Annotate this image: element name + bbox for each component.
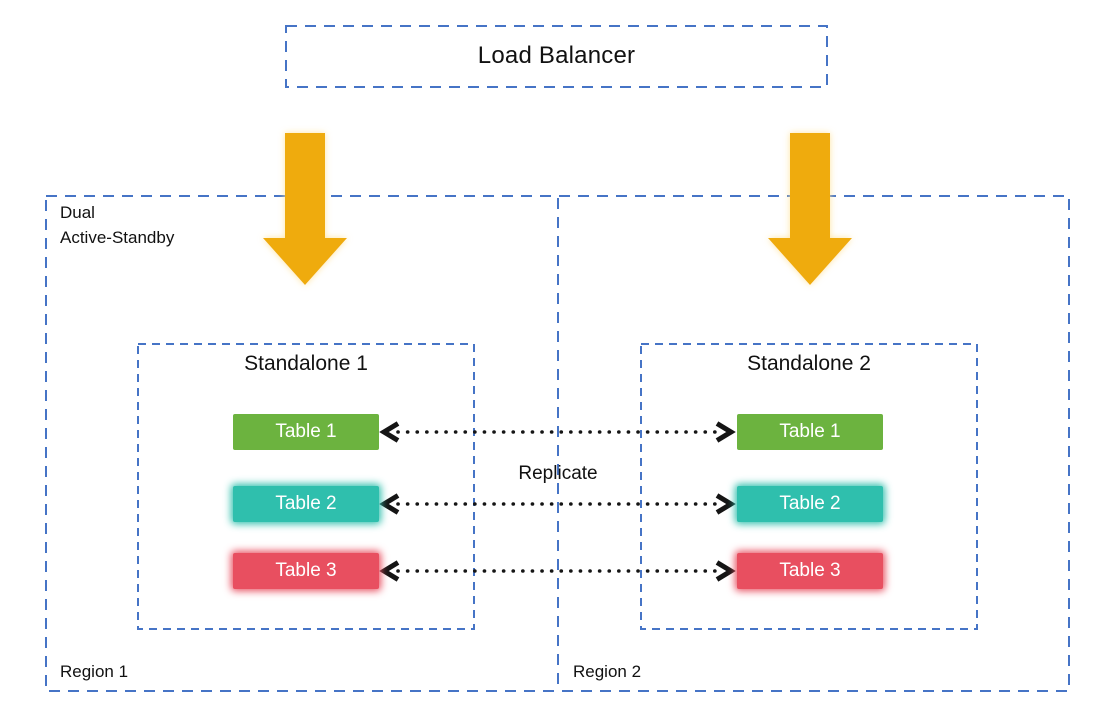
flow-arrow-region1 bbox=[263, 133, 347, 285]
standalone1-table3-label: Table 3 bbox=[275, 560, 337, 581]
standalone1-title: Standalone 1 bbox=[244, 352, 368, 375]
replicate-label: Replicate bbox=[518, 463, 598, 484]
arrowhead-left-1 bbox=[379, 421, 400, 443]
region1-label: Region 1 bbox=[60, 662, 129, 681]
arrowhead-right-3 bbox=[715, 560, 736, 582]
mode-label-line2: Active-Standby bbox=[60, 228, 175, 247]
standalone1-table3-chip: Table 3 bbox=[233, 553, 379, 589]
standalone2-table1-label: Table 1 bbox=[779, 421, 841, 442]
arrowhead-left-3 bbox=[379, 560, 400, 582]
standalone1-border bbox=[137, 343, 475, 630]
load-balancer-box-border bbox=[285, 25, 828, 88]
standalone1-table1-label: Table 1 bbox=[275, 421, 337, 442]
arrowhead-left-2 bbox=[379, 493, 400, 515]
standalone2-table2-label: Table 2 bbox=[779, 493, 841, 514]
flow-arrow-region2 bbox=[768, 133, 852, 285]
standalone2-title: Standalone 2 bbox=[747, 352, 871, 375]
standalone2-table2-chip: Table 2 bbox=[737, 486, 883, 522]
standalone2-table3-label: Table 3 bbox=[779, 560, 841, 581]
standalone1-table2-chip: Table 2 bbox=[233, 486, 379, 522]
standalone1-table1-chip: Table 1 bbox=[233, 414, 379, 450]
standalone2-table1-chip: Table 1 bbox=[737, 414, 883, 450]
replicate-arrow-table2 bbox=[379, 493, 736, 515]
standalone2-table3-chip: Table 3 bbox=[737, 553, 883, 589]
replicate-arrow-table1 bbox=[379, 421, 736, 443]
standalone2-border bbox=[640, 343, 978, 630]
mode-label: Dual Active-Standby bbox=[60, 200, 174, 250]
arrowhead-right-1 bbox=[715, 421, 736, 443]
mode-label-line1: Dual bbox=[60, 203, 95, 222]
arrowhead-right-2 bbox=[715, 493, 736, 515]
load-balancer-box: Load Balancer bbox=[285, 25, 828, 87]
replicate-arrow-table3 bbox=[379, 560, 736, 582]
load-balancer-label: Load Balancer bbox=[477, 42, 636, 69]
standalone1-table2-label: Table 2 bbox=[275, 493, 337, 514]
region2-label: Region 2 bbox=[573, 662, 642, 681]
